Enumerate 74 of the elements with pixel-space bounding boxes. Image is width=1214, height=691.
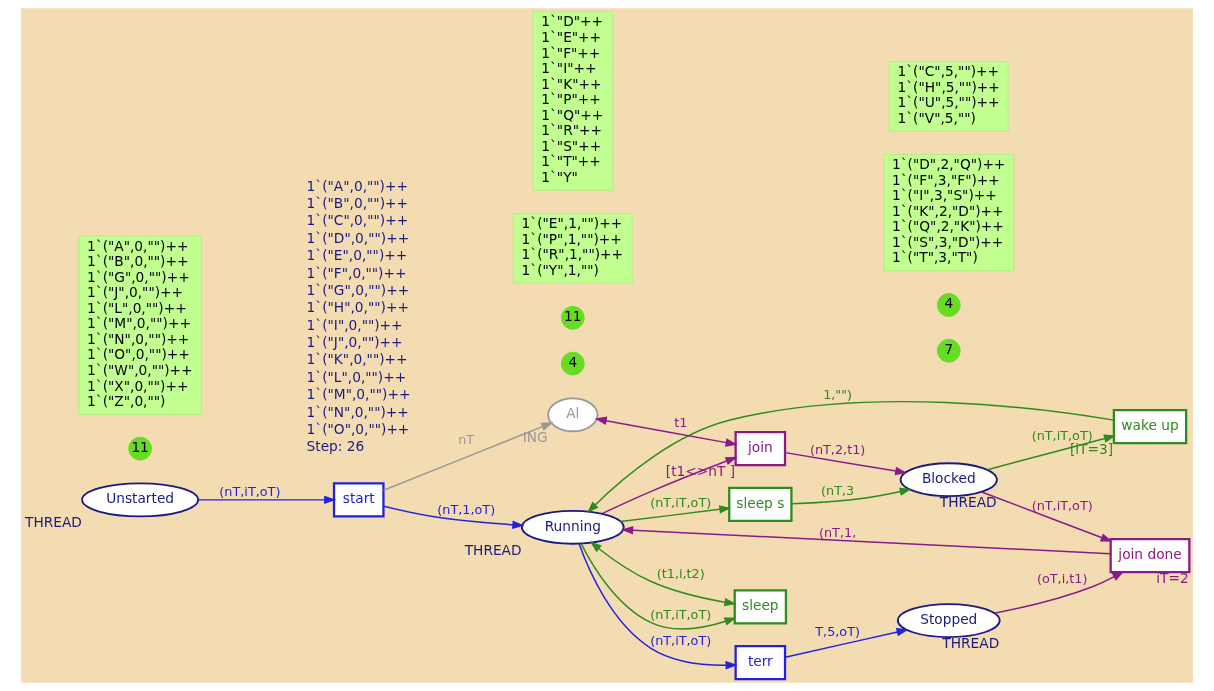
edge-label: t1	[674, 414, 688, 430]
label: Step: 26	[306, 438, 365, 455]
label: 1`("K",0,"")++	[306, 351, 408, 368]
node-circle: 11	[560, 305, 585, 330]
arrow	[993, 571, 1125, 614]
arrow	[601, 456, 738, 515]
node-box: join	[734, 431, 787, 467]
edge-label: (oT,i,t1)	[1036, 571, 1088, 587]
arrow	[578, 543, 738, 670]
label: 1`("B",0,"")++	[306, 195, 408, 212]
edge-label: (nT,2,t1)	[809, 442, 866, 458]
label: 1`("F",0,"")++	[306, 264, 407, 281]
node-label: ING	[522, 429, 548, 446]
edge-label: (nT,1,oT)	[437, 501, 496, 517]
arrow	[382, 505, 525, 529]
edge-label: (t1,i,t2)	[656, 565, 705, 581]
label: 1`("D",0,"")++	[306, 229, 410, 246]
arrow	[382, 422, 554, 491]
node-ellipse: Running	[520, 509, 625, 545]
label: 1`("E",0,"")++	[306, 247, 408, 264]
label: 1`("O",0,"")++	[306, 421, 410, 437]
label: 1`("J",0,"")++	[306, 334, 403, 351]
edge-label: (nT,iT,oT)	[1031, 427, 1093, 443]
node-circle: 7	[936, 338, 961, 363]
node-box: sleep s	[728, 486, 793, 523]
arrow	[986, 434, 1116, 471]
node-box: 1`("C",5,"")++ 1`("H",5,"")++ 1`("U",5,"")++ 1`("V",5,"")	[888, 61, 1009, 132]
label: 1`("H",0,"")++	[306, 299, 409, 316]
edge-label: (nT,1,	[819, 524, 857, 540]
node-label: [iT=3]	[1069, 441, 1114, 458]
node-box: 1`("A",0,"")++ 1`("B",0,"")++ 1`("G",0,"")++ 1`("J",0,"")++ 1`("L",0,"")++ 1`("M",0,"")++ 1`("N",0,"")++ 1`("O",0,"")++ 1`("W",0,"")++ 1`("X",0,"")++ 1`("Z",0,"")	[78, 235, 202, 415]
node-circle: 11	[128, 436, 152, 461]
node-label: THREAD	[942, 635, 1000, 652]
edge-label: (nT,iT,oT)	[650, 495, 712, 511]
arrow	[589, 541, 737, 607]
node-ellipse: Unstarted	[81, 482, 200, 518]
node-box: terr	[734, 645, 787, 681]
edge-label: (nT,iT,oT)	[650, 606, 712, 622]
label: 1`("G",0,"")++	[306, 281, 410, 298]
label: 1`("M",0,"")++	[306, 386, 411, 403]
label: 1`("C",0,"")++	[306, 212, 409, 229]
arrow	[197, 495, 337, 505]
node-ellipse: Al	[547, 397, 599, 433]
node-circle: 4	[936, 293, 961, 317]
arrow	[621, 526, 1112, 555]
edge-label: (nT,3	[821, 482, 855, 498]
arrow	[784, 451, 908, 476]
arrow	[587, 400, 1115, 513]
edge-label: T,5,oT)	[815, 624, 860, 640]
node-box: join done	[1109, 538, 1191, 574]
label: 1`("L",0,"")++	[306, 368, 407, 385]
label: 1`("I",0,"")++	[306, 316, 403, 333]
arrow	[580, 543, 737, 630]
node-box: 1`("D",2,"Q")++ 1`("F",3,"F")++ 1`("I",3,"S")++ 1`("K",2,"D")++ 1`("Q",2,"K")++ 1`("S",3,"D")++ 1`("T",3,"T")	[883, 154, 1015, 272]
node-box: 1`"D"++ 1`"E"++ 1`"F"++ 1`"I"++ 1`"K"++ 1`"P"++ 1`"Q"++ 1`"R"++ 1`"S"++ 1`"T"++ 1`"Y"	[532, 11, 614, 191]
edge-label: (nT,iT,oT)	[1031, 498, 1093, 514]
node-box: start	[332, 482, 385, 518]
node-box: sleep	[733, 589, 788, 625]
edge-label: (nT,iT,oT)	[219, 484, 281, 500]
node-box: 1`("E",1,"")++ 1`("P",1,"")++ 1`("R",1,"")++ 1`("Y",1,"")	[512, 213, 633, 284]
node-label: THREAD	[25, 514, 82, 531]
arrow	[594, 416, 738, 447]
arrow	[619, 505, 732, 523]
arrow	[784, 627, 909, 658]
node-circle: 4	[560, 351, 585, 376]
edge-label: nT	[458, 432, 475, 448]
arrow	[981, 491, 1113, 542]
label: 1`("A",0,"")++	[306, 177, 408, 194]
edge-label: 1,"")	[823, 387, 853, 403]
edge-label: (nT,iT,oT)	[650, 632, 712, 648]
arrow	[790, 487, 912, 505]
node-box: wake up	[1112, 409, 1188, 445]
label: 1`("N",0,"")++	[306, 403, 409, 420]
node-label: THREAD	[464, 541, 522, 558]
